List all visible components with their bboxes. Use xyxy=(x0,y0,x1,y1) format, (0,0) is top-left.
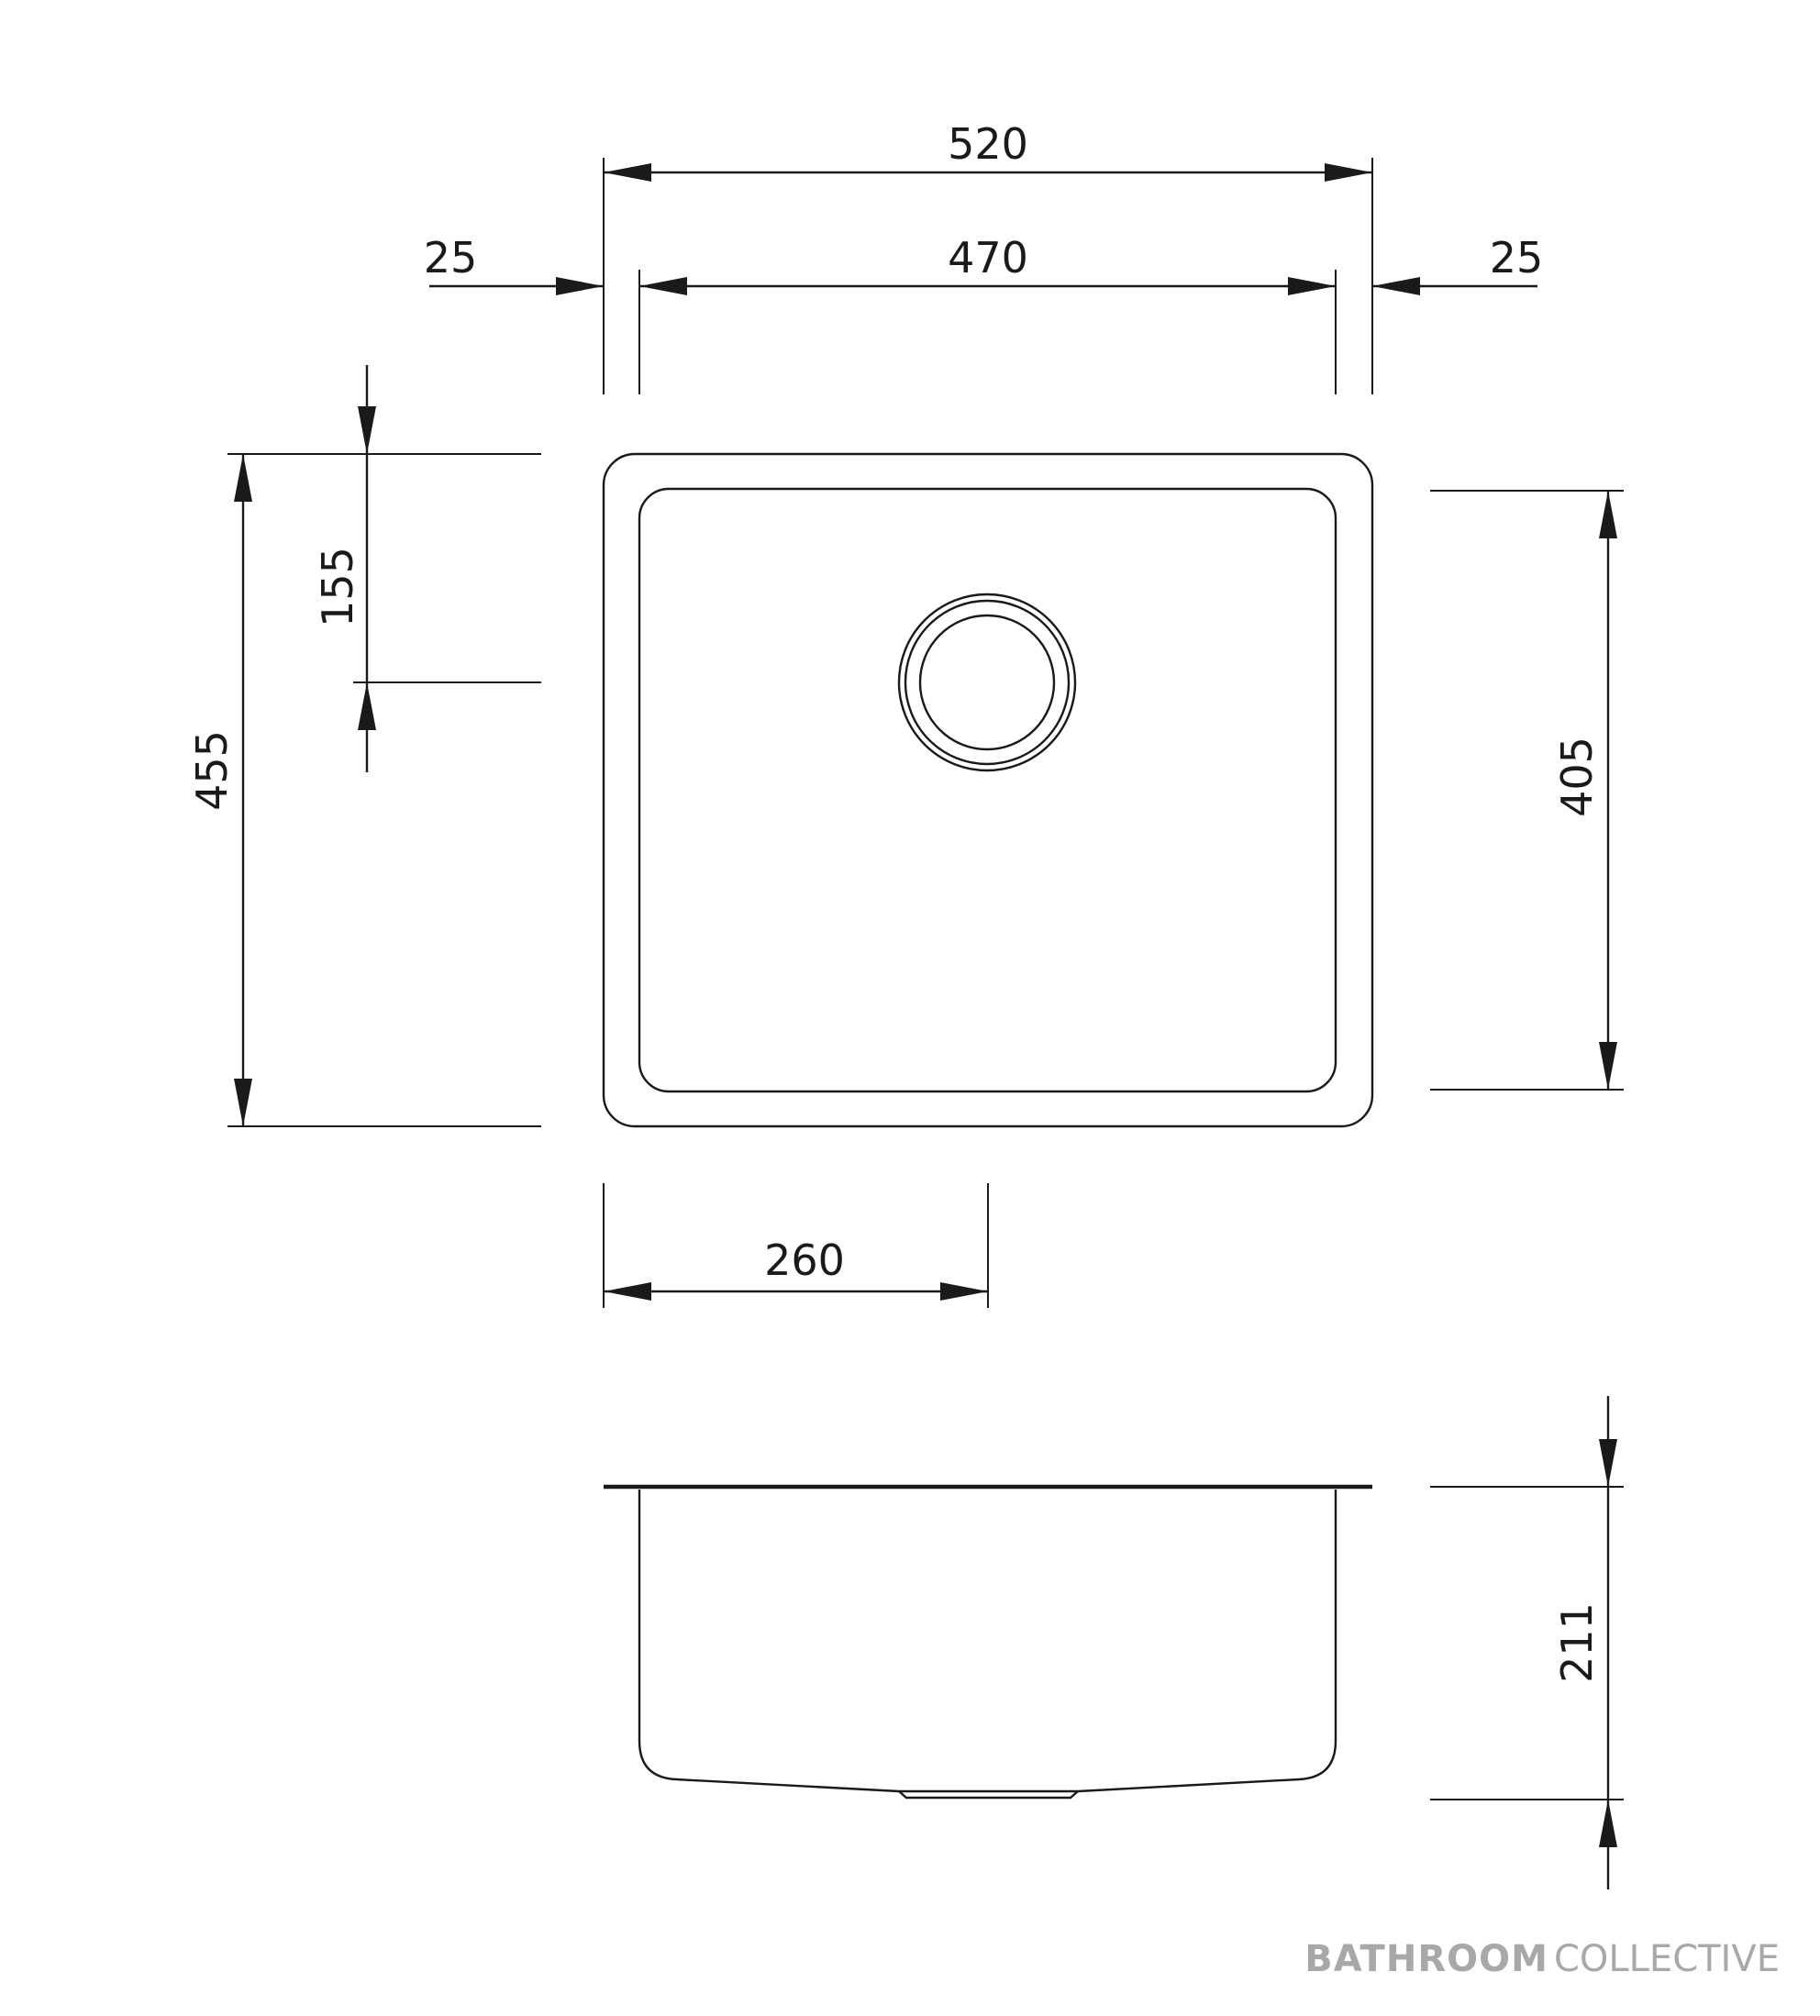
sink-side-elevation xyxy=(604,1484,1372,1800)
sink-bowl-profile xyxy=(638,1490,1337,1793)
dimension-bowl-height: 211 xyxy=(1430,1396,1624,1889)
dimension-label-inner-width: 470 xyxy=(948,233,1028,282)
dimension-left-rim: 25 xyxy=(424,233,604,295)
dimension-overall-depth: 455 xyxy=(187,454,252,1126)
brand-logo-bold: BATHROOM xyxy=(1304,1938,1548,1980)
dimension-right-rim: 25 xyxy=(1372,233,1543,295)
dimension-label-left-rim: 25 xyxy=(424,233,478,282)
waste-outlet-profile xyxy=(898,1790,1079,1800)
dimension-overall-width: 520 xyxy=(604,119,1372,182)
dimension-label-waste-offset-side: 260 xyxy=(764,1235,845,1285)
brand-logo-light: COLLECTIVE xyxy=(1554,1938,1780,1980)
dimension-label-overall-depth: 455 xyxy=(187,730,237,811)
waste-outlet-icon xyxy=(897,593,1077,772)
dimension-waste-offset-side: 260 xyxy=(603,1183,989,1308)
dimension-label-overall-width: 520 xyxy=(948,119,1028,169)
dimension-label-inner-depth: 405 xyxy=(1552,737,1602,817)
dimension-inner-width: 470 xyxy=(639,233,1336,295)
top-dimensions: 520 470 25 25 xyxy=(424,119,1543,394)
sink-outer-rim xyxy=(602,452,1374,1128)
dimension-waste-offset-front: 155 xyxy=(313,365,376,772)
dimension-label-bowl-height: 211 xyxy=(1552,1602,1602,1683)
dimension-label-waste-offset-front: 155 xyxy=(313,547,362,627)
sink-plan-view xyxy=(602,452,1374,1128)
sink-inner-bowl xyxy=(638,487,1337,1093)
left-dimensions: 455 155 xyxy=(187,365,541,1127)
dimension-inner-depth: 405 xyxy=(1430,490,1624,1091)
dimension-label-right-rim: 25 xyxy=(1490,233,1544,282)
